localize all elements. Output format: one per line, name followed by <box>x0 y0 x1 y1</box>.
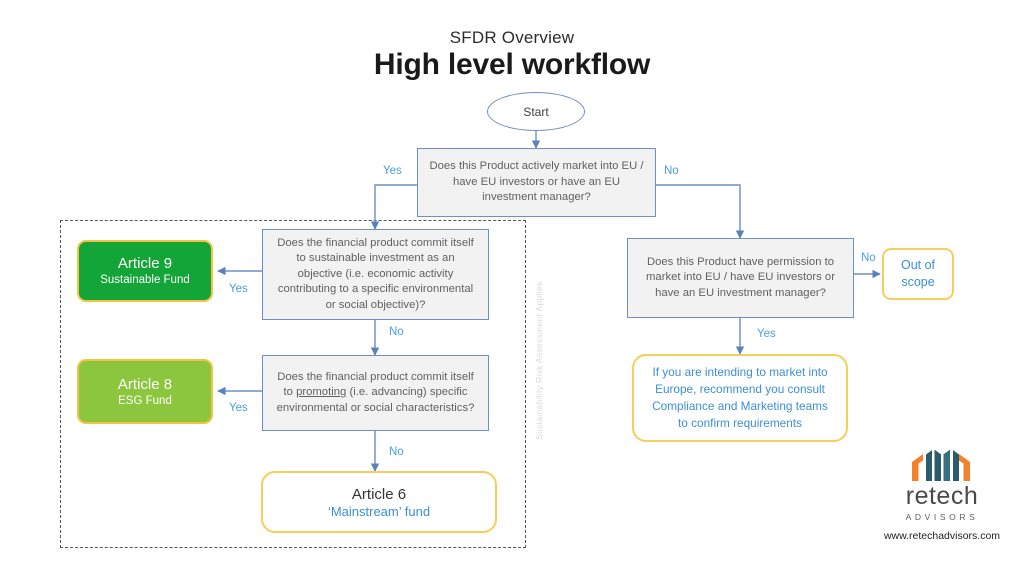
node-start[interactable]: Start <box>487 92 585 131</box>
node-question-permission-market-eu[interactable]: Does this Product have permission to mar… <box>627 238 854 318</box>
edge-label-q4-no: No <box>861 252 876 264</box>
q3-line-3: environmental or social characteristics? <box>276 401 475 414</box>
node-out-of-scope-line-2: scope <box>901 275 935 289</box>
edge-label-q3-yes: Yes <box>229 402 248 414</box>
edge-label-q2-no: No <box>389 326 404 338</box>
node-question-permission-market-eu-text: Does this Product have permission to mar… <box>646 255 835 299</box>
q3-line-2-prefix: to <box>283 386 297 399</box>
node-out-of-scope-line-1: Out of <box>900 258 936 272</box>
q3-line-1: Does the financial product commit itself <box>277 370 474 383</box>
node-article-6-title: Article 6 <box>351 486 407 503</box>
node-article-8[interactable]: Article 8 ESG Fund <box>77 359 213 424</box>
node-question-promoting-characteristics-text: Does the financial product commit itself… <box>277 370 475 417</box>
node-question-market-eu-text: Does this Product actively market into E… <box>429 160 644 204</box>
brand-tagline: ADVISORS <box>905 512 979 522</box>
brand-url: www.retechadvisors.com <box>883 530 1001 542</box>
node-out-of-scope[interactable]: Out of scope <box>882 248 954 300</box>
node-compliance-advice[interactable]: If you are intending to market into Euro… <box>632 354 848 442</box>
slide-title: High level workflow <box>373 48 651 81</box>
edge-label-q3-no: No <box>389 446 404 458</box>
brand-wordmark: retech <box>905 482 979 510</box>
node-question-sustainable-objective[interactable]: Does the financial product commit itself… <box>262 229 489 320</box>
node-article-9-subtitle: Sustainable Fund <box>100 274 190 286</box>
edge-label-q2-yes: Yes <box>229 283 248 295</box>
node-article-6[interactable]: Article 6 ‘Mainstream’ fund <box>261 471 497 533</box>
q3-line-2-suffix: (i.e. advancing) specific <box>346 386 468 399</box>
edge-label-q4-yes: Yes <box>757 328 776 340</box>
scope-region-box <box>60 220 526 548</box>
node-question-market-eu[interactable]: Does this Product actively market into E… <box>417 148 656 217</box>
q3-line-2-underlined: promoting <box>296 386 347 399</box>
node-article-8-subtitle: ESG Fund <box>118 394 172 407</box>
node-question-sustainable-objective-text: Does the financial product commit itself… <box>277 236 474 311</box>
node-article-6-subtitle: ‘Mainstream’ fund <box>327 504 431 519</box>
edge-label-q1-yes: Yes <box>383 165 402 177</box>
scope-region-label: Sustainability Risk Assessment Applies <box>534 281 544 440</box>
node-start-label: Start <box>523 104 549 119</box>
slide-subtitle: SFDR Overview <box>449 28 575 47</box>
brand-logo: retech ADVISORS www.retechadvisors.com <box>876 448 1008 548</box>
node-article-9-title: Article 9 <box>117 255 173 272</box>
node-article-9[interactable]: Article 9 Sustainable Fund <box>77 240 213 302</box>
node-question-promoting-characteristics[interactable]: Does the financial product commit itself… <box>262 355 489 431</box>
edge-label-q1-no: No <box>664 165 679 177</box>
retech-logo-icon <box>912 449 970 481</box>
node-compliance-advice-text: If you are intending to market into Euro… <box>652 365 828 430</box>
node-article-8-title: Article 8 <box>117 375 173 393</box>
